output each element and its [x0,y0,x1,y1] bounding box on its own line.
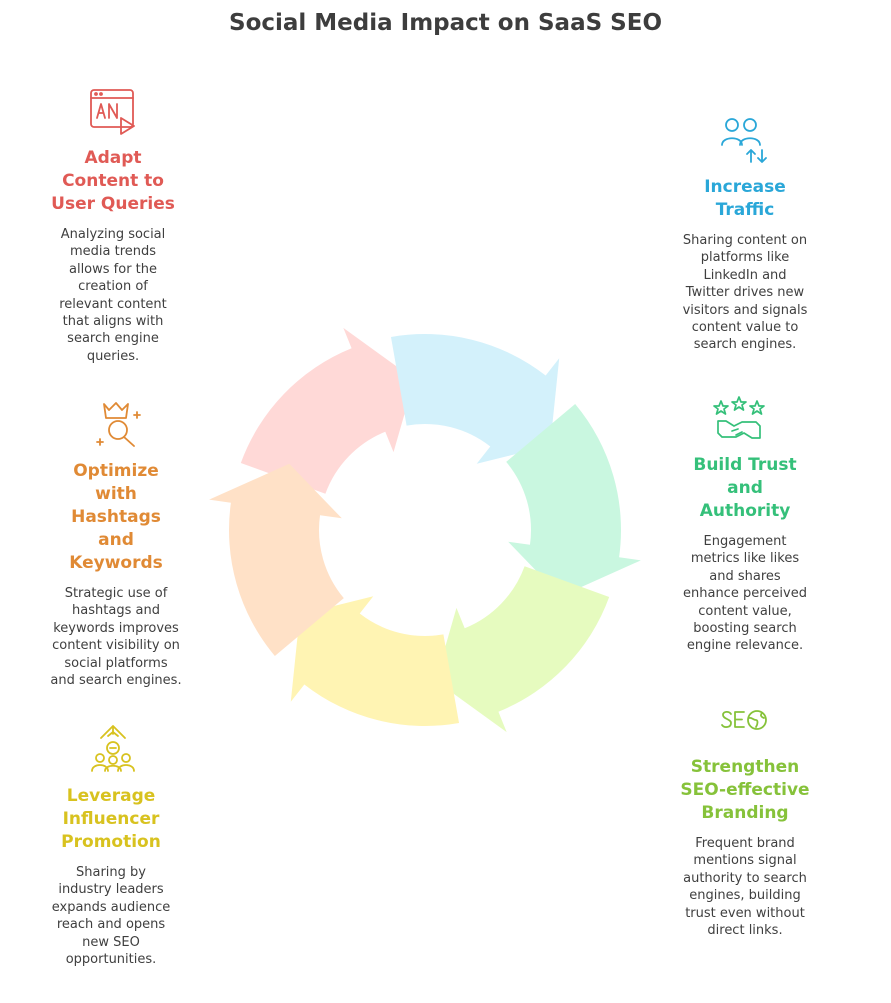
step-heading: Optimize with Hashtags and Keywords [69,461,163,573]
step-increase-traffic: Increase Traffic Sharing content on plat… [660,176,830,354]
step-build-trust: Build Trust and Authority Engagement met… [660,454,830,655]
step-description: Analyzing social media trends allows for… [59,227,167,364]
step-leverage-influencer: Leverage Influencer Promotion Sharing by… [36,785,186,968]
stars-handshake-icon [713,396,765,439]
step-strengthen-branding: Strengthen SEO-effective Branding Freque… [660,756,830,939]
step-description: Sharing by industry leaders expands audi… [51,865,171,968]
cycle-arrow-trust [506,404,641,597]
crown-search-icon [96,402,141,447]
cycle-arrow-influencer [290,596,460,726]
influencer-group-icon [91,725,135,772]
step-heading: Adapt Content to User Queries [51,148,175,214]
step-optimize-hashtags: Optimize with Hashtags and Keywords Stra… [36,460,196,689]
page-title: Social Media Impact on SaaS SEO [229,10,662,36]
ad-video-icon [90,89,135,135]
step-description: Engagement metrics like likes and shares… [683,534,807,654]
step-heading: Leverage Influencer Promotion [61,786,161,852]
step-description: Sharing content on platforms like Linked… [682,233,808,353]
cycle-arrow-traffic [390,334,560,464]
step-description: Frequent brand mentions signal authority… [683,836,807,939]
step-adapt-content: Adapt Content to User Queries Analyzing … [38,147,188,365]
users-transfer-icon [721,118,767,163]
cycle-arrow-hashtags [209,463,344,656]
cycle-arrow-branding [435,566,610,733]
step-heading: Build Trust and Authority [693,455,797,521]
step-heading: Strengthen SEO-effective Branding [680,757,810,823]
seo-globe-icon [721,710,767,730]
cycle-arrow-adapt [240,327,415,494]
step-description: Strategic use of hashtags and keywords i… [50,586,182,689]
step-heading: Increase Traffic [704,177,786,220]
